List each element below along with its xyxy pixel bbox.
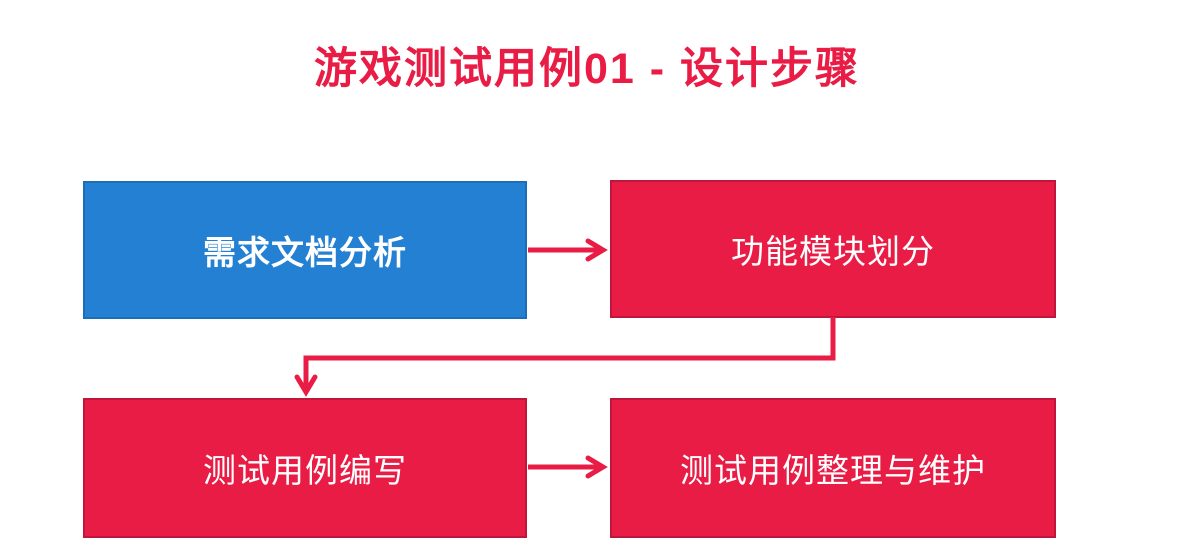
arrow-step2-to-step3: [294, 317, 836, 397]
flow-node-label: 需求文档分析: [203, 234, 407, 271]
flow-node-module-division: 功能模块划分: [610, 180, 1056, 318]
slide-title: 游戏测试用例01 - 设计步骤: [313, 45, 861, 93]
flow-node-label: 测试用例编写: [203, 452, 407, 489]
flow-node-requirements-analysis: 需求文档分析: [83, 181, 527, 319]
flow-node-testcase-writing: 测试用例编写: [83, 398, 527, 538]
flow-node-label: 功能模块划分: [731, 233, 935, 270]
flow-node-label: 测试用例整理与维护: [680, 452, 986, 489]
flow-node-testcase-maintenance: 测试用例整理与维护: [610, 398, 1056, 538]
